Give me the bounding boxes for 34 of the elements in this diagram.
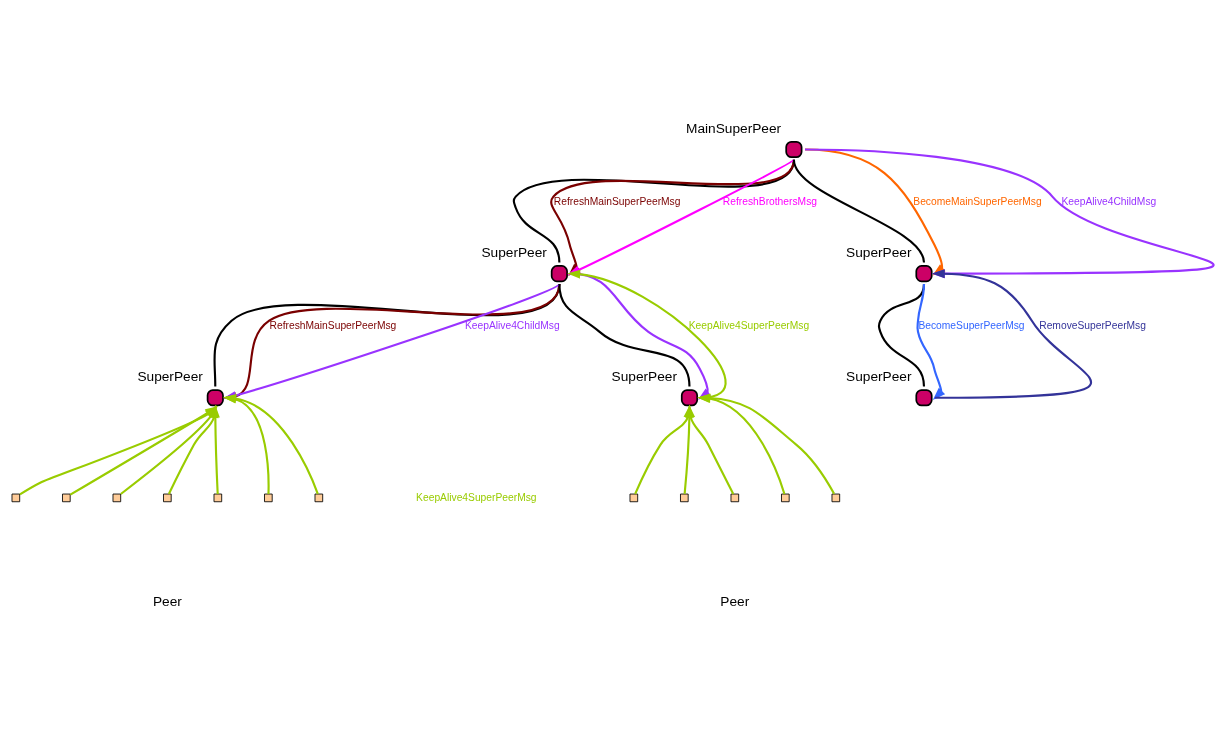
edge-label: RefreshMainSuperPeerMsg — [553, 195, 681, 207]
connector — [558, 283, 691, 387]
node-box — [314, 493, 324, 502]
edge-label: BecomeMainSuperPeerMsg — [913, 195, 1042, 207]
edge-label: BecomeSuperPeerMsg — [918, 319, 1025, 331]
arrow — [916, 283, 946, 400]
node-box — [629, 493, 639, 502]
node-box — [163, 493, 172, 502]
node-box — [680, 493, 689, 502]
node-box — [831, 493, 841, 502]
node-box — [730, 493, 740, 502]
node-label: SuperPeer — [846, 368, 912, 384]
edge-label: KeepAlive4ChildMsg — [464, 319, 560, 331]
node-box — [11, 493, 21, 502]
connector — [792, 159, 925, 263]
node-label: SuperPeer — [611, 368, 678, 384]
node-label: SuperPeer — [481, 244, 547, 260]
node-box — [264, 493, 273, 502]
node-label: SuperPeer — [137, 368, 203, 384]
label: KeepAlive4SuperPeerMsg — [416, 491, 537, 503]
node-box — [781, 493, 790, 502]
edge-label: RefreshMainSuperPeerMsg — [269, 319, 397, 331]
edge-label: RefreshBrothersMsg — [722, 195, 817, 207]
edge-label: RemoveSuperPeerMsg — [1039, 319, 1146, 331]
node-box — [62, 493, 71, 502]
node-label: MainSuperPeer — [686, 120, 782, 136]
edge-label: KeepAlive4SuperPeerMsg — [688, 319, 810, 331]
node-box — [112, 493, 122, 502]
arrow — [931, 268, 1092, 399]
edge-label: KeepAlive4ChildMsg — [1061, 195, 1157, 207]
label: Peer — [720, 593, 750, 609]
node-box — [213, 493, 223, 502]
label: Peer — [152, 593, 182, 609]
node-label: SuperPeer — [846, 244, 912, 260]
